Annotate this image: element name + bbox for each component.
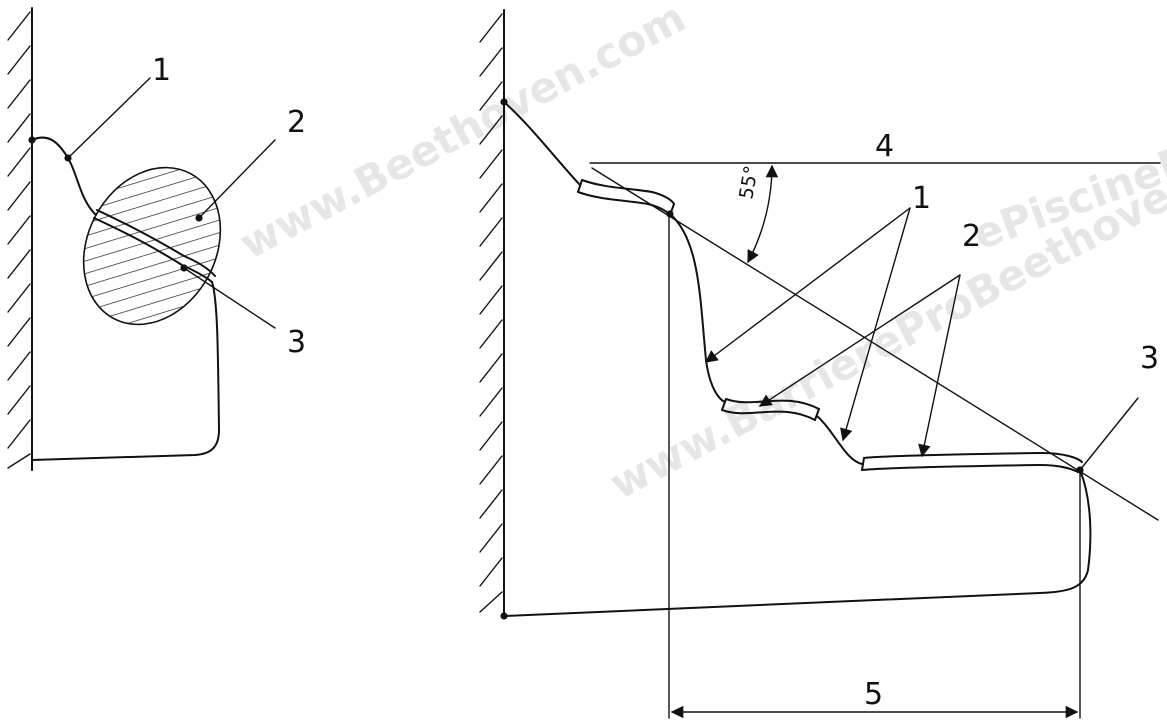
right-leader-1b — [840, 207, 911, 442]
left-label-3: 3 — [287, 325, 306, 360]
right-label-4: 4 — [875, 129, 894, 164]
right-leader-2b — [918, 274, 961, 458]
left-skimmer-strip — [93, 209, 216, 283]
right-point-skimmer — [666, 210, 674, 218]
slope-line — [591, 167, 1159, 521]
right-wall — [479, 9, 505, 617]
right-label-1: 1 — [912, 181, 931, 216]
right-profile-top — [503, 101, 581, 186]
right-leader-3 — [1079, 397, 1139, 471]
left-leader-3 — [183, 267, 276, 329]
left-leader-2 — [198, 139, 276, 219]
left-label-2: 2 — [287, 105, 306, 140]
left-wall — [7, 7, 33, 471]
right-step-strip — [861, 452, 1083, 473]
right-label-3: 3 — [1140, 341, 1159, 376]
angle-arc — [747, 164, 779, 264]
right-leader-2a — [758, 274, 961, 407]
right-label-5: 5 — [864, 677, 883, 712]
figure-right: 55° — [479, 9, 1161, 719]
figure-left: 1 2 3 — [7, 7, 306, 471]
right-label-2: 2 — [962, 219, 981, 254]
left-profile — [31, 136, 97, 216]
detail-zone-ellipse — [82, 166, 222, 326]
angle-label: 55° — [735, 164, 763, 201]
left-label-1: 1 — [152, 53, 171, 88]
right-point-wall-top — [500, 98, 508, 106]
left-point-wall — [28, 136, 36, 144]
right-leader-1a — [704, 207, 911, 363]
watermarks: www.Beethoven.com www.BarriereProBeethov… — [232, 0, 1167, 509]
dimension-5 — [668, 215, 1081, 719]
left-leader-1 — [67, 77, 151, 159]
right-point-wall-bottom — [500, 612, 508, 620]
